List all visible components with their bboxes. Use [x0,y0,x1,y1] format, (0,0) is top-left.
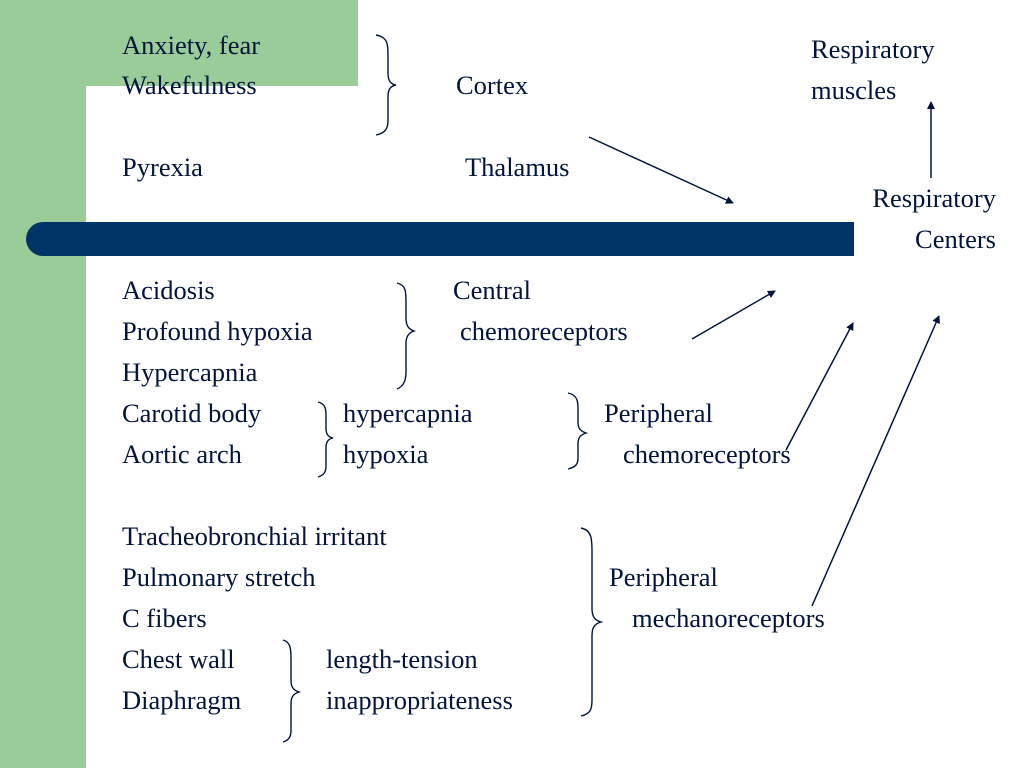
label-pulmonary-stretch: Pulmonary stretch [122,562,316,592]
label-anxiety-fear: Anxiety, fear [122,30,261,60]
label-inappropriateness: inappropriateness [326,685,513,715]
label-pyrexia: Pyrexia [122,152,203,182]
label-peripheral-chemo-line1: Peripheral [604,398,713,428]
label-tracheobronchial-irritant: Tracheobronchial irritant [122,521,387,551]
brace-mechanoreceptors [580,527,604,717]
brace-carotid-aortic [317,401,334,478]
label-wakefulness: Wakefulness [122,70,257,100]
label-respiratory-muscles-line1: Respiratory [811,34,935,64]
arrow-mechano-to-centers [811,315,940,607]
label-respiratory-muscles-line2: muscles [811,75,897,105]
label-hypercapnia: Hypercapnia [122,357,258,387]
label-thalamus: Thalamus [465,152,570,182]
label-carotid-body: Carotid body [122,398,262,428]
horizontal-divider-bar [26,222,854,256]
brace-central [396,282,417,390]
label-respiratory-centers-line2: Centers [915,224,996,254]
label-peripheral-mech-line1: Peripheral [609,562,718,592]
label-hypoxia-sub: hypoxia [343,439,429,469]
arrow-peripheral-chemo-to-centers [785,322,854,451]
arrow-cortex-to-centers [588,136,734,204]
label-aortic-arch: Aortic arch [122,439,242,469]
label-central-line1: Central [453,275,531,305]
label-central-line2: chemoreceptors [460,316,628,346]
label-length-tension: length-tension [326,644,478,674]
brace-chest-diaphragm [282,639,302,743]
label-respiratory-centers-line1: Respiratory [872,183,996,213]
rounded-corner [86,86,166,166]
label-diaphragm: Diaphragm [122,685,242,715]
left-green-band [0,0,86,768]
brace-peripheral-chemo [567,392,589,470]
label-c-fibers: C fibers [122,603,207,633]
label-hypercapnia-sub: hypercapnia [343,398,473,428]
label-chest-wall: Chest wall [122,644,235,674]
label-cortex: Cortex [456,70,529,100]
arrow-central-to-centers [691,290,776,340]
label-peripheral-chemo-line2: chemoreceptors [623,439,791,469]
brace-cortex [375,34,397,136]
top-green-block [86,0,358,86]
label-peripheral-mech-line2: mechanoreceptors [632,603,825,633]
label-acidosis: Acidosis [122,275,215,305]
label-profound-hypoxia: Profound hypoxia [122,316,313,346]
